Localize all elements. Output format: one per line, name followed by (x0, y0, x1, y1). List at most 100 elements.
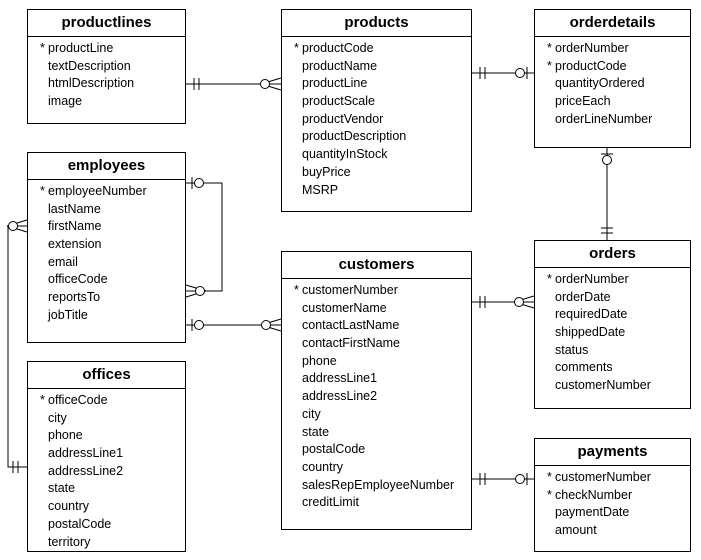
entity-field: htmlDescription (28, 75, 185, 93)
field-name: addressLine2 (48, 463, 124, 478)
field-name: orderNumber (555, 41, 629, 55)
field-name: productName (302, 58, 378, 73)
entity-field: buyPrice (282, 164, 471, 182)
entity-field: productLine (282, 75, 471, 93)
primary-key-marker: * (40, 184, 45, 198)
field-name: addressLine1 (48, 446, 124, 461)
entity-field: addressLine2 (28, 463, 185, 481)
field-name: productScale (302, 94, 375, 109)
entity-field: reportsTo (28, 289, 185, 307)
field-name: extension (48, 237, 102, 252)
rel-employees-customers (186, 318, 282, 332)
field-name: orderLineNumber (555, 111, 653, 126)
entity-field: customerNumber (535, 377, 690, 395)
field-name: status (555, 342, 589, 357)
entity-field: officeCode (28, 271, 185, 289)
primary-key-marker: * (547, 58, 552, 73)
entity-field: *productLine (28, 40, 185, 58)
entity-field: *orderNumber (535, 271, 690, 289)
field-name: contactFirstName (302, 336, 400, 351)
entity-field: salesRepEmployeeNumber (282, 477, 471, 495)
entity-field: comments (535, 359, 690, 377)
primary-key-marker: * (547, 487, 552, 502)
entity-field: addressLine2 (282, 388, 471, 406)
entity-title: productlines (28, 10, 185, 37)
field-name: officeCode (48, 393, 108, 407)
field-name: jobTitle (48, 307, 88, 322)
field-name: productCode (302, 41, 374, 55)
field-name: city (302, 406, 321, 421)
entity-field: *employeeNumber (28, 183, 185, 201)
entity-field: productScale (282, 93, 471, 111)
entity-field: *officeCode (28, 392, 185, 410)
entity-field: firstName (28, 218, 185, 236)
entity-field: MSRP (282, 182, 471, 200)
field-name: addressLine2 (302, 389, 378, 404)
field-name: phone (48, 428, 83, 443)
field-name: shippedDate (555, 325, 626, 340)
entity-field: *productCode (282, 40, 471, 58)
rel-offices-employees (6, 219, 28, 473)
entity-field: city (28, 410, 185, 428)
entity-field: image (28, 93, 185, 111)
field-name: customerNumber (555, 378, 651, 393)
field-name: MSRP (302, 182, 339, 197)
field-name: buyPrice (302, 164, 351, 179)
entity-field: addressLine1 (282, 370, 471, 388)
primary-key-marker: * (40, 393, 45, 407)
field-name: productVendor (302, 111, 384, 126)
entity-field: *customerNumber (282, 282, 471, 300)
field-name: htmlDescription (48, 76, 135, 91)
field-name: image (48, 94, 83, 109)
field-name: quantityInStock (302, 147, 388, 162)
field-name: postalCode (302, 442, 366, 457)
rel-productlines-products (186, 77, 282, 91)
entity-field: productVendor (282, 111, 471, 129)
entity-field: lastName (28, 201, 185, 219)
field-name: requiredDate (555, 307, 628, 322)
primary-key-marker: * (547, 41, 552, 55)
entity-field: priceEach (535, 93, 690, 111)
field-name: officeCode (48, 272, 108, 287)
entity-field: *checkNumber (535, 487, 690, 505)
field-name: orderNumber (555, 272, 629, 286)
entity-field: paymentDate (535, 504, 690, 522)
primary-key-marker: * (40, 41, 45, 55)
rel-customers-orders (472, 295, 535, 309)
entity-field: email (28, 254, 185, 272)
field-name: checkNumber (555, 487, 633, 502)
entity-field: phone (282, 353, 471, 371)
field-name: state (302, 424, 330, 439)
field-name: productDescription (302, 129, 407, 144)
field-name: customerNumber (555, 470, 651, 484)
rel-products-orderdetails (472, 67, 534, 79)
entity-field: territory (28, 534, 185, 552)
field-name: contactLastName (302, 318, 400, 333)
field-name: state (48, 481, 76, 496)
entity-field: amount (535, 522, 690, 540)
field-name: lastName (48, 201, 101, 216)
entity-field: orderDate (535, 289, 690, 307)
entity-field: jobTitle (28, 307, 185, 325)
field-name: customerNumber (302, 283, 398, 297)
entity-title: employees (28, 153, 185, 180)
entity-field: city (282, 406, 471, 424)
entity-field: state (28, 480, 185, 498)
field-name: country (302, 459, 343, 474)
primary-key-marker: * (294, 283, 299, 297)
field-name: productLine (48, 41, 114, 55)
